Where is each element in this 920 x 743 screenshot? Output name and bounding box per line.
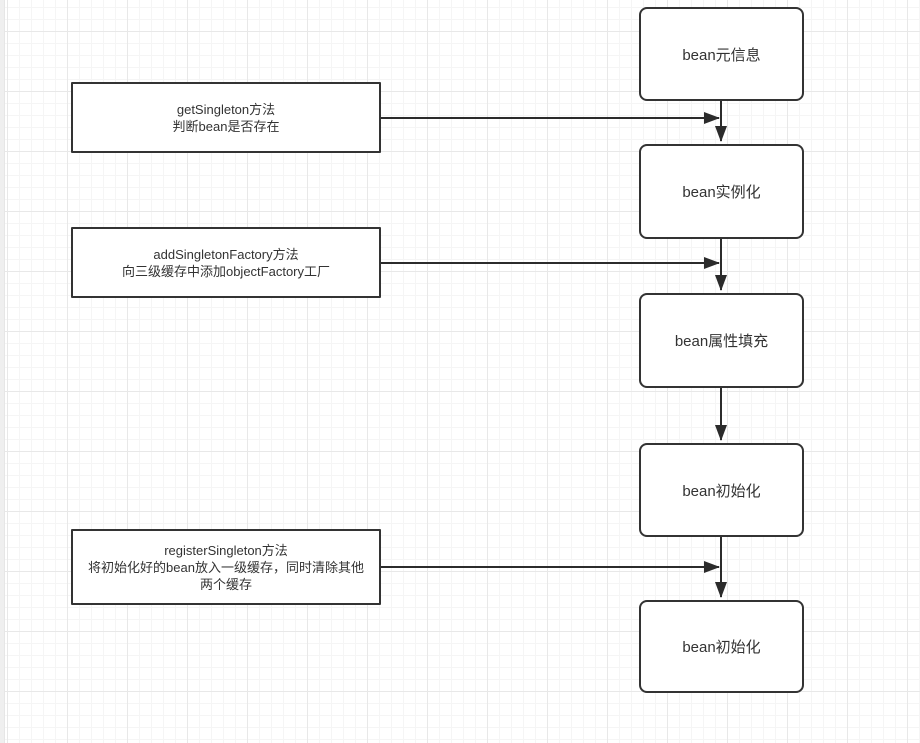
annotation-line: 判断bean是否存在: [172, 118, 280, 134]
flow-node-bean-init[interactable]: bean初始化: [639, 443, 804, 537]
flow-node-bean-instantiate[interactable]: bean实例化: [639, 144, 804, 239]
flow-node-label: bean实例化: [682, 184, 761, 201]
flow-node-label: bean元信息: [682, 46, 761, 64]
flow-node-label: bean初始化: [682, 482, 761, 500]
flow-node-label: bean初始化: [682, 639, 761, 656]
canvas-left-edge: [0, 0, 5, 743]
annotation-getsingleton[interactable]: getSingleton方法 判断bean是否存在: [71, 82, 381, 153]
annotation-line: registerSingleton方法: [164, 542, 288, 558]
flow-node-label: bean属性填充: [674, 333, 769, 350]
annotation-registersingleton[interactable]: registerSingleton方法 将初始化好的bean放入一级缓存，同时清…: [71, 529, 381, 605]
flow-node-bean-meta[interactable]: bean元信息: [639, 7, 804, 101]
annotation-addsingletonfactory[interactable]: addSingletonFactory方法 向三级缓存中添加objectFact…: [71, 227, 381, 298]
annotation-line: 将初始化好的bean放入一级缓存，同时清除其他: [88, 559, 364, 575]
flow-node-bean-populate[interactable]: bean属性填充: [639, 293, 804, 388]
annotation-line: getSingleton方法: [176, 101, 276, 117]
annotation-line: addSingletonFactory方法: [153, 246, 299, 262]
annotation-line: 向三级缓存中添加objectFactory工厂: [121, 263, 331, 279]
flow-node-bean-init-2[interactable]: bean初始化: [639, 600, 804, 693]
annotation-line: 两个缓存: [199, 576, 252, 592]
